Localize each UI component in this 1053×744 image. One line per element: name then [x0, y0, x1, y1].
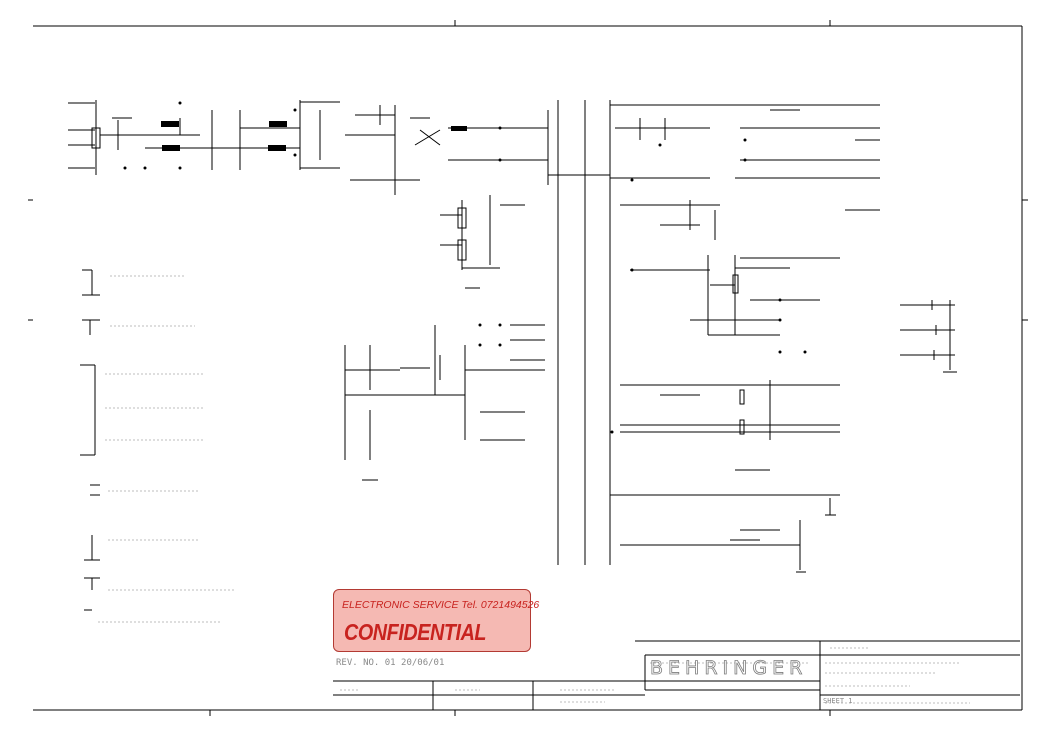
stamp-service-line: ELECTRONIC SERVICE Tel. 0721494526: [342, 599, 540, 611]
revision-line: REV. NO. 01 20/06/01: [336, 658, 445, 668]
brand-logo: BEHRINGER: [650, 657, 808, 680]
confidential-stamp: ELECTRONIC SERVICE Tel. 0721494526 CONFI…: [333, 589, 539, 652]
sheet-number: SHEET 1: [823, 697, 853, 705]
stamp-confidential-label: CONFIDENTIAL: [344, 619, 487, 645]
